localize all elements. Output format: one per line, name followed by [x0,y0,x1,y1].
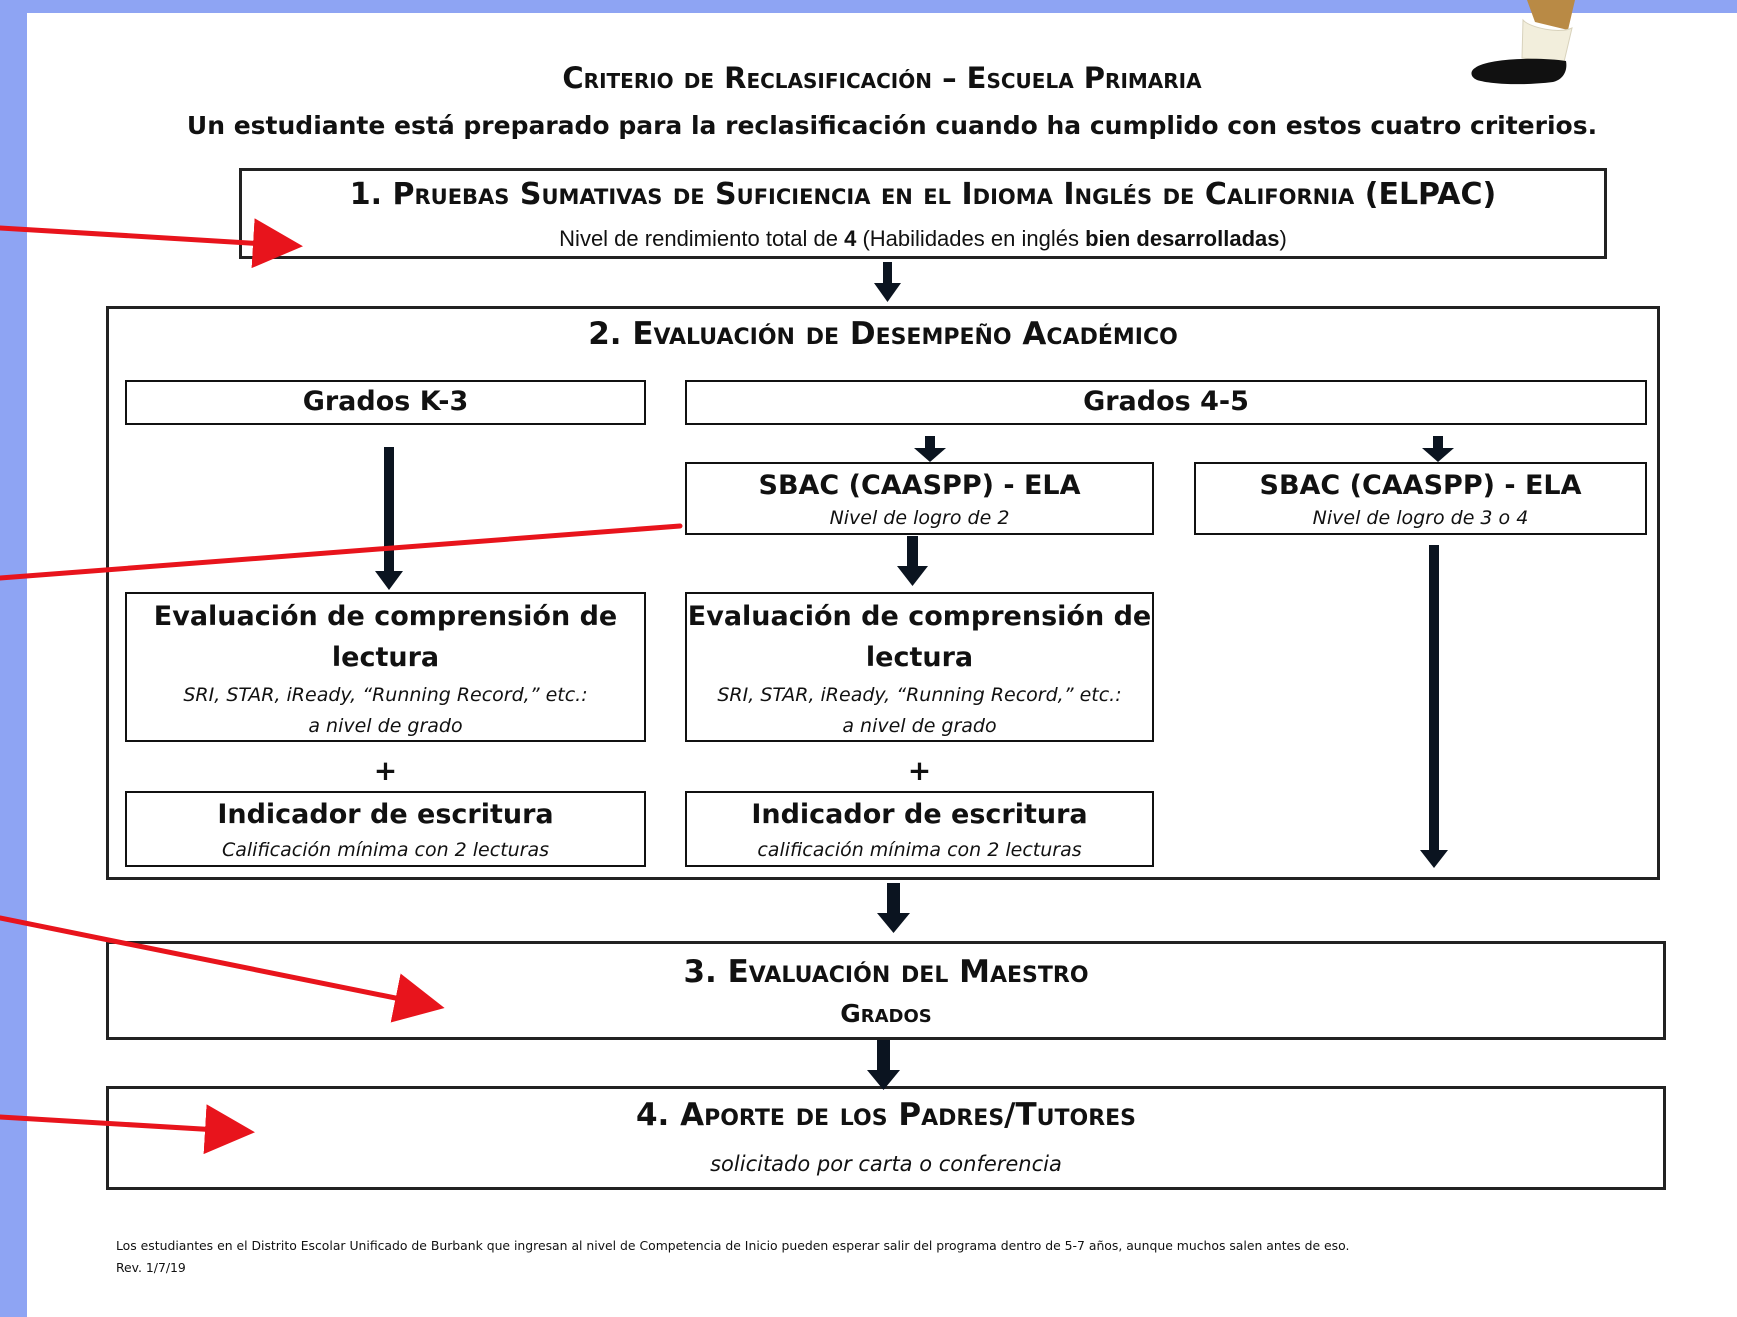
reading-assessment-k3-desc-line2: a nivel de grado [308,715,463,737]
writing-indicator-45-desc: calificación mínima con 2 lecturas [757,839,1082,861]
writing-indicator-k3-box: Indicador de escritura Calificación míni… [125,791,646,867]
reading-assessment-45-title: Evaluación de comprensión de [687,601,1152,632]
pointer-arrow-4 [0,1104,255,1155]
grades-k3-header: Grados K-3 [125,380,646,425]
criterion-1-desc-bold: bien desarrolladas [1085,226,1280,251]
reading-assessment-k3-desc: SRI, STAR, iReady, “Running Record,” etc… [183,684,588,706]
writing-indicator-45-title: Indicador de escritura [751,799,1088,830]
criterion-1-desc-text: Nivel de rendimiento total de [559,226,845,251]
grades-45-header: Grados 4-5 [685,380,1647,425]
criterion-4-title-text: 4. Aporte de los Padres/Tutores [635,1097,1137,1133]
flow-arrow-c2-c3 [877,883,910,933]
criterion-4-box: 4. Aporte de los Padres/Tutores solicita… [106,1086,1666,1190]
sbac-level34-title: SBAC (CAASPP) - ELA [1259,470,1582,501]
page-title: Criterio de Reclasificación – Escuela Pr… [27,61,1737,95]
criterion-1-desc: Nivel de rendimiento total de 4 (Habilid… [242,226,1604,252]
flow-arrow-c1-c2 [874,262,901,302]
criterion-1-number: 1. [349,177,383,212]
criterion-1-title: 1. Pruebas Sumativas de Suficiencia en e… [242,177,1604,212]
reading-assessment-45-title-line2: lectura [865,642,974,673]
pointer-arrow-3 [0,915,445,1023]
page-title-text: Criterio de Reclasificación – Escuela Pr… [562,61,1202,95]
sbac-level2-box: SBAC (CAASPP) - ELA Nivel de logro de 2 [685,462,1154,535]
sbac-level34-box: SBAC (CAASPP) - ELA Nivel de logro de 3 … [1194,462,1647,535]
sbac-level2-desc: Nivel de logro de 2 [829,507,1010,529]
footer-revision: Rev. 1/7/19 [116,1260,186,1275]
sbac-level2-title: SBAC (CAASPP) - ELA [758,470,1081,501]
plus-sign-k3: + [373,754,398,787]
flow-arrows [375,262,1454,1090]
flow-arrow-sbac-reading [897,536,928,586]
flow-arrow-k3-down [375,447,403,590]
reading-assessment-45-desc-line2: a nivel de grado [842,715,997,737]
criterion-3-title: 3. Evaluación del Maestro [109,954,1663,990]
pointer-arrows [0,218,683,1155]
flow-arrow-c3-c4 [867,1040,900,1090]
writing-indicator-45-box: Indicador de escritura calificación míni… [685,791,1154,867]
reading-assessment-k3-title-line2: lectura [331,642,440,673]
criterion-3-sub-text: Grados [840,999,932,1028]
criterion-1-desc-close: ) [1279,226,1287,251]
criterion-1-desc-mid: (Habilidades en inglés [856,226,1086,251]
criterion-1-box: 1. Pruebas Sumativas de Suficiencia en e… [239,168,1607,259]
writing-indicator-k3-desc: Calificación mínima con 2 lecturas [221,839,550,861]
flow-arrow-sbac34-down [1420,545,1448,868]
criterion-2-title: 2. Evaluación de Desempeño Académico [106,316,1660,352]
flow-arrow-45-left [914,436,946,462]
plus-sign-45: + [907,754,932,787]
cartoon-foot-illustration [1471,0,1575,85]
pointer-arrow-2 [0,523,683,581]
reading-assessment-k3-title: Evaluación de comprensión de [153,601,618,632]
reading-assessment-45-desc: SRI, STAR, iReady, “Running Record,” etc… [717,684,1122,706]
criterion-3-sub: Grados [109,999,1663,1028]
sbac-level34-desc: Nivel de logro de 3 o 4 [1312,507,1529,529]
criterion-4-title: 4. Aporte de los Padres/Tutores [109,1097,1663,1133]
page-subtitle: Un estudiante está preparado para la rec… [186,111,1598,140]
pointer-arrow-1 [0,218,303,269]
flow-arrow-45-right [1422,436,1454,462]
reading-assessment-45-box: Evaluación de comprensión de lectura SRI… [685,592,1154,742]
criterion-1-title-text: Pruebas Sumativas de Suficiencia en el I… [392,177,1497,212]
criterion-3-title-text: 3. Evaluación del Maestro [683,954,1089,990]
footer-note: Los estudiantes en el Distrito Escolar U… [116,1238,1350,1253]
criterion-1-level: 4 [844,226,857,251]
criterion-4-desc: solicitado por carta o conferencia [710,1152,1062,1176]
writing-indicator-k3-title: Indicador de escritura [217,799,554,830]
criterion-2-title-text: 2. Evaluación de Desempeño Académico [588,316,1178,352]
reading-assessment-k3-box: Evaluación de comprensión de lectura SRI… [125,592,646,742]
